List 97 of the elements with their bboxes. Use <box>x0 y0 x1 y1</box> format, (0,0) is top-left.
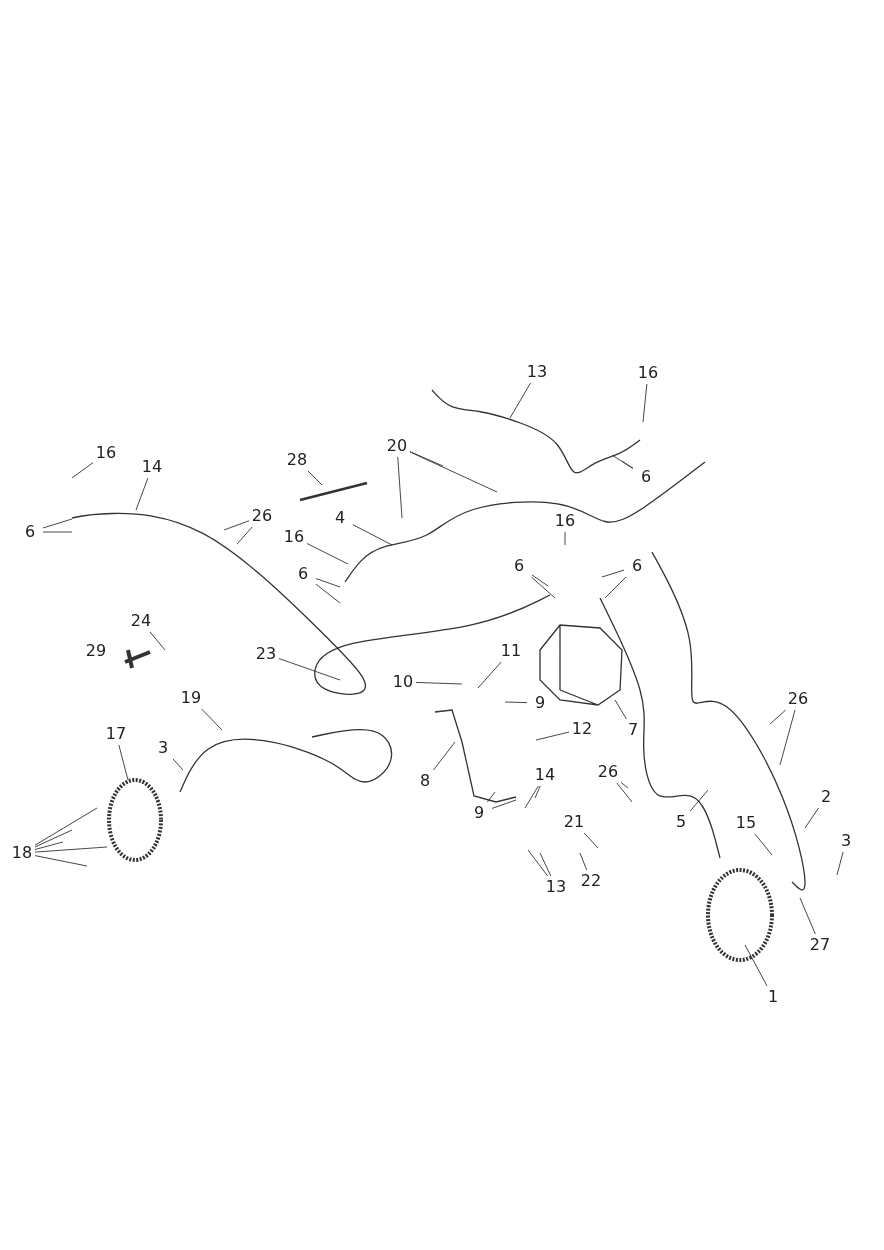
leader-line <box>836 851 844 876</box>
leader-line <box>306 543 349 565</box>
callout-number: 23 <box>254 644 278 664</box>
callout-number: 26 <box>596 762 620 782</box>
leader-line <box>34 846 108 853</box>
callout-number: 5 <box>669 812 693 832</box>
leader-line <box>689 789 709 812</box>
leader-line <box>201 708 223 731</box>
leader-line <box>135 477 149 511</box>
callout-number: 17 <box>104 724 128 744</box>
leader-line <box>397 456 403 519</box>
leader-line <box>491 799 517 809</box>
leader-line <box>34 807 98 846</box>
callout-number: 6 <box>625 556 649 576</box>
callout-number: 26 <box>250 506 274 526</box>
leader-line <box>118 744 129 781</box>
leader-line <box>236 526 253 545</box>
leader-line <box>223 520 250 531</box>
callout-number: 22 <box>579 871 603 891</box>
leader-line <box>315 583 341 604</box>
callout-number: 1 <box>761 987 785 1007</box>
callout-number: 6 <box>291 564 315 584</box>
leader-line <box>583 832 599 849</box>
callout-number: 6 <box>507 556 531 576</box>
callout-number: 27 <box>808 935 832 955</box>
leader-line <box>604 576 627 599</box>
callout-number: 11 <box>499 641 523 661</box>
leader-line <box>744 944 768 987</box>
leader-line <box>34 855 88 867</box>
callout-number: 21 <box>562 812 586 832</box>
leader-line <box>307 470 323 486</box>
callout-number: 18 <box>10 843 34 863</box>
leader-line <box>621 460 634 469</box>
callout-number: 6 <box>18 522 42 542</box>
callout-number: 16 <box>553 511 577 531</box>
callout-number: 13 <box>525 362 549 382</box>
callout-number: 14 <box>533 765 557 785</box>
leader-line <box>486 791 496 803</box>
callout-number: 10 <box>391 672 415 692</box>
callout-number: 9 <box>528 693 552 713</box>
callout-number: 16 <box>94 443 118 463</box>
callout-number: 16 <box>636 363 660 383</box>
leader-line <box>415 682 463 685</box>
leader-line <box>620 781 629 789</box>
leader-line <box>504 701 528 704</box>
leader-line <box>172 758 184 771</box>
leader-line <box>614 699 627 720</box>
callout-number: 12 <box>570 719 594 739</box>
callout-number: 28 <box>285 450 309 470</box>
callout-number: 26 <box>786 689 810 709</box>
leader-line <box>477 661 502 689</box>
callout-number: 6 <box>634 467 658 487</box>
callout-number: 19 <box>179 688 203 708</box>
callout-number: 3 <box>151 738 175 758</box>
leader-line <box>524 785 539 809</box>
leader-line <box>71 462 94 479</box>
leader-line <box>769 709 787 725</box>
leader-line <box>34 841 64 850</box>
callout-number: 7 <box>621 720 645 740</box>
leader-line <box>579 852 588 871</box>
leader-line <box>531 574 549 587</box>
callout-number: 13 <box>544 877 568 897</box>
leader-line <box>34 829 73 848</box>
leader-line <box>564 531 566 546</box>
leader-line <box>799 897 816 935</box>
leader-line <box>149 631 166 651</box>
leader-line <box>539 852 552 877</box>
callout-number: 16 <box>282 527 306 547</box>
leader-line <box>278 658 341 681</box>
leader-line <box>433 741 456 771</box>
leader-line <box>315 578 341 588</box>
leader-line <box>352 524 393 546</box>
callout-number: 24 <box>129 611 153 631</box>
leader-line <box>601 569 625 578</box>
callout-number: 8 <box>413 771 437 791</box>
leader-line <box>616 782 633 803</box>
leader-line <box>754 833 773 856</box>
leader-line <box>42 518 73 529</box>
callout-number: 20 <box>385 436 409 456</box>
leader-line <box>611 454 634 470</box>
leader-line <box>509 382 531 419</box>
callout-number: 9 <box>467 803 491 823</box>
callout-number: 4 <box>328 508 352 528</box>
leader-line <box>527 849 549 877</box>
leader-line <box>530 576 556 599</box>
callout-number: 29 <box>84 641 108 661</box>
leader-line <box>535 731 570 741</box>
leader-line <box>642 383 648 423</box>
leader-line <box>804 807 819 829</box>
leader-line <box>779 709 796 766</box>
callout-number: 2 <box>814 787 838 807</box>
callout-number: 3 <box>834 831 858 851</box>
leader-line <box>409 451 498 493</box>
callout-number: 14 <box>140 457 164 477</box>
callout-number: 15 <box>734 813 758 833</box>
leader-line <box>534 785 541 799</box>
leader-line <box>42 531 73 533</box>
